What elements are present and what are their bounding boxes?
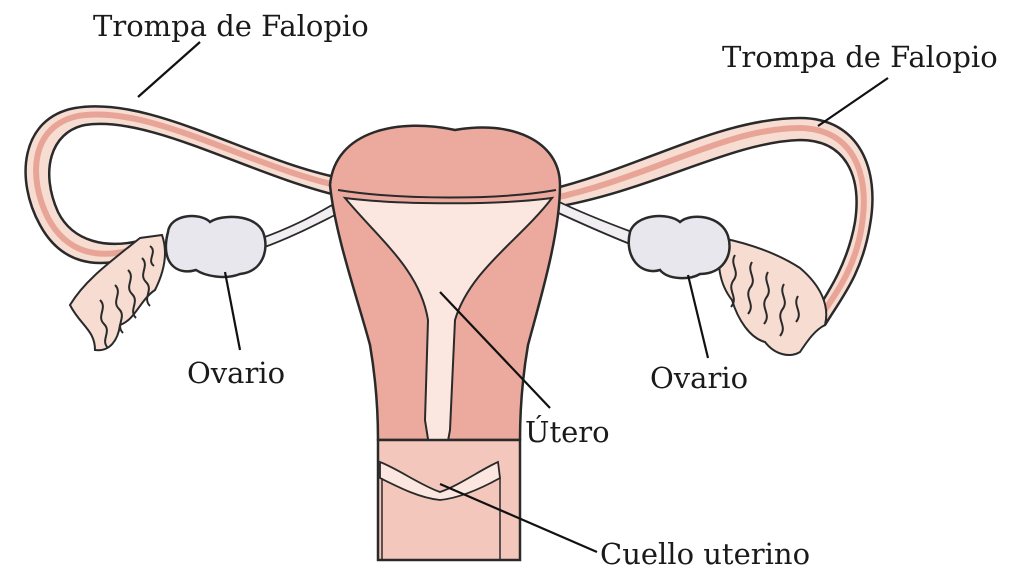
leader-line-ovary-right: [688, 275, 708, 358]
label-fallopian-tube-left: Trompa de Falopio: [93, 12, 369, 41]
label-fallopian-tube-right: Trompa de Falopio: [722, 43, 998, 72]
label-ovary-right: Ovario: [650, 364, 748, 393]
leader-line-tube-right: [818, 78, 888, 126]
leader-line-tube-left: [138, 42, 200, 97]
cervix: [378, 440, 520, 560]
ovarian-ligament-left: [262, 205, 335, 248]
ovary-left: [166, 216, 266, 277]
fimbriae-right: [719, 238, 826, 355]
label-uterus: Útero: [525, 418, 610, 447]
leader-line-ovary-left: [225, 272, 240, 350]
ovarian-ligament-right: [552, 200, 632, 244]
ovary-right: [629, 216, 730, 278]
label-cervix: Cuello uterino: [600, 540, 810, 569]
label-ovary-left: Ovario: [187, 359, 285, 388]
